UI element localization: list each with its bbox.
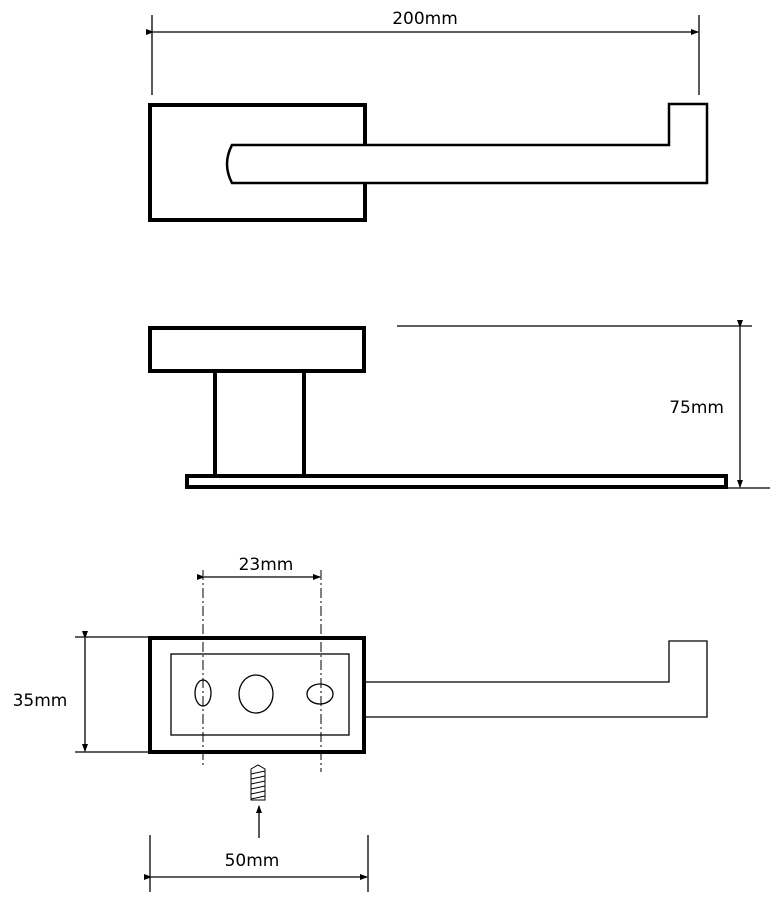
dimension-label-base-height: 35mm	[13, 691, 68, 711]
dimension-label-depth: 75mm	[669, 398, 724, 418]
side-view: 75mm	[148, 320, 770, 489]
grub-screw-icon	[250, 764, 266, 801]
holder-arm	[225, 102, 709, 185]
base-plate	[148, 636, 366, 754]
screw-hole-right	[306, 683, 334, 705]
dimension-label-hole-spacing: 23mm	[239, 555, 294, 575]
top-view: 200mm	[146, 9, 709, 222]
mounting-bracket	[170, 653, 350, 736]
front-view: 23mm 35mm 50mm	[13, 555, 708, 892]
side-post	[213, 369, 306, 478]
dimension-label-base-width: 50mm	[225, 851, 280, 871]
screw-hole-left	[194, 679, 212, 707]
side-arm	[185, 474, 728, 489]
front-arm	[365, 640, 708, 718]
center-hole	[238, 674, 274, 714]
dimension-label-length: 200mm	[392, 9, 458, 29]
side-wall-plate	[148, 326, 366, 373]
